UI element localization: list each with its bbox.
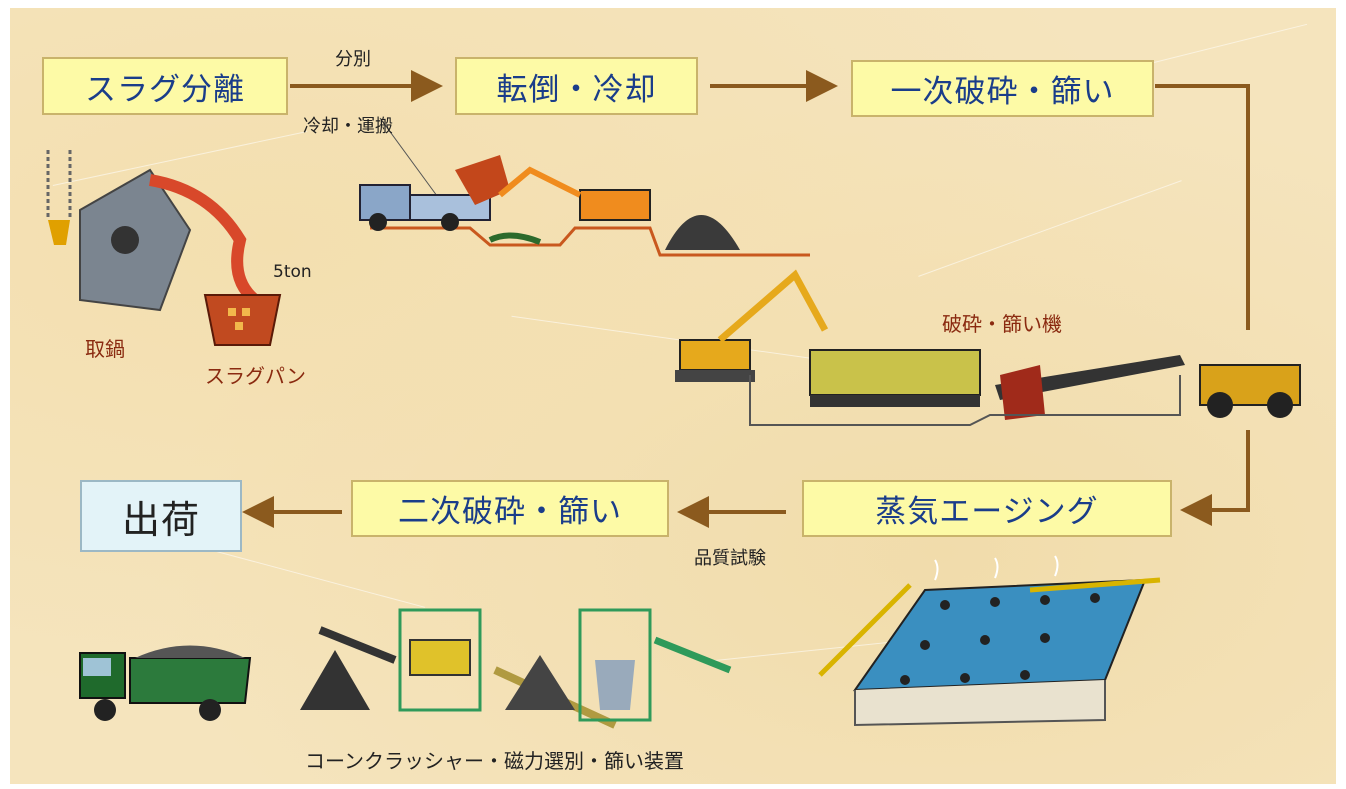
stockpile-icon [300, 650, 370, 710]
step-secondary-crush: 二次破砕・篩い [351, 480, 669, 537]
steam-aging-illustration [818, 555, 1161, 727]
conveyor-icon [995, 355, 1185, 400]
cone-crusher-illustration [300, 608, 732, 729]
label-cool-transport: 冷却・運搬 [303, 116, 393, 137]
label-tonnage: 5ton [273, 262, 312, 282]
molten-slag-stream [148, 174, 260, 305]
steam-icon [934, 555, 1059, 581]
cooling-illustration [359, 155, 810, 257]
step-shipment: 出荷 [80, 480, 242, 552]
label-crusher-sieve: 破砕・篩い機 [942, 312, 1062, 336]
step-overturn-cool: 転倒・冷却 [455, 57, 698, 115]
ladle-illustration [46, 150, 282, 346]
label-sorting: 分別 [335, 49, 371, 70]
truck-bed-icon [129, 657, 252, 704]
step-primary-crush: 一次破砕・篩い [851, 60, 1154, 117]
dump-truck-illustration [79, 645, 252, 721]
crane-hook-icon [48, 220, 70, 245]
dump-bucket-icon [455, 155, 510, 205]
leader-line [379, 117, 441, 201]
label-slag-pan: スラグパン [205, 364, 306, 388]
step-slag-separation: スラグ分離 [42, 57, 288, 115]
truck-cab-icon [359, 184, 411, 221]
label-ladle: 取鍋 [85, 337, 125, 361]
label-quality-test: 品質試験 [694, 548, 766, 569]
label-cone-crusher: コーンクラッシャー・磁力選別・篩い装置 [305, 749, 684, 773]
slag-pile-icon [665, 215, 740, 250]
excavator-icon [579, 189, 651, 221]
screen-tower-icon [398, 608, 482, 712]
slag-pan-icon [203, 294, 282, 346]
step-steam-aging: 蒸気エージング [802, 480, 1172, 537]
mobile-crusher-icon [809, 349, 981, 396]
crusher-illustration [675, 269, 1301, 426]
arrow-to-aging [1180, 430, 1250, 526]
cone-crusher-icon [578, 608, 652, 722]
arrow-primary-down [1155, 84, 1250, 330]
excavator-icon [679, 339, 751, 371]
